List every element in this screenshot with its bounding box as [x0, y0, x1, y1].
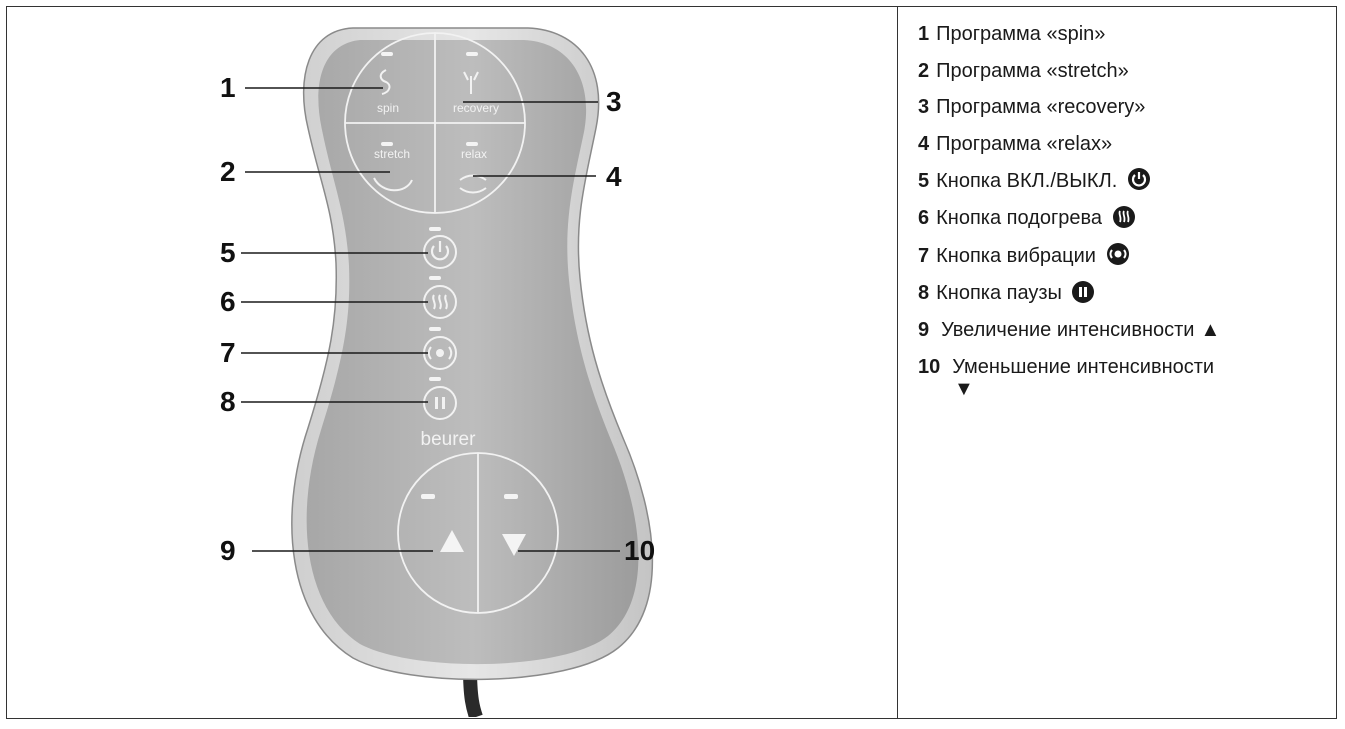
program-dial [344, 32, 526, 214]
legend-text: Программа «spin» [936, 23, 1106, 45]
spin-label: spin [377, 101, 399, 115]
legend-item: 6 Кнопка подогрева [918, 205, 1330, 231]
column-divider [897, 6, 898, 719]
increase-arrow-glyph [440, 530, 464, 552]
legend-number: 5 [918, 169, 930, 192]
legend-item: 3 Программа «recovery» [918, 95, 1330, 119]
remote-face [306, 40, 639, 665]
legend-number: 1 [918, 23, 930, 45]
pause-glyph [435, 397, 445, 409]
callout-9: 9 [220, 535, 236, 566]
stretch-label: stretch [374, 147, 410, 161]
down-triangle-icon: ▼ [954, 378, 974, 401]
vibration-icon [1106, 243, 1129, 266]
legend-item: 5 Кнопка ВКЛ./ВЫКЛ. [918, 168, 1330, 194]
legend-item: 7 Кнопка вибрации [918, 243, 1330, 269]
legend-text: Кнопка паузы [936, 281, 1062, 304]
legend-item: 2 Программа «stretch» [918, 59, 1330, 83]
legend-number: 2 [918, 59, 930, 82]
spin-glyph [379, 69, 391, 95]
legend-item: 9 Увеличение интенсивности▲ [918, 318, 1330, 342]
legend-text: Программа «stretch» [936, 59, 1129, 82]
stretch-glyph [373, 177, 413, 192]
decrease-arrow-glyph [502, 534, 526, 556]
relax-label: relax [461, 147, 487, 161]
remote-control-figure: spin recovery stretch relax beurer 1 3 2… [8, 8, 896, 717]
device-labels: spin recovery stretch relax beurer [374, 101, 499, 450]
power-button-ring [423, 235, 457, 269]
vibration-glyph [436, 349, 444, 357]
legend-number: 4 [918, 133, 930, 156]
legend-text: Кнопка вибрации [936, 244, 1096, 267]
brand-logo: beurer [421, 429, 477, 450]
legend-item: 4 Программа «relax» [918, 132, 1330, 156]
legend-number: 6 [918, 207, 930, 230]
legend-item: 8 Кнопка паузы [918, 280, 1330, 306]
callout-10: 10 [624, 535, 656, 566]
legend-item: 10 Уменьшение интенсивности ▼ [918, 355, 1330, 401]
recovery-glyph [463, 71, 479, 94]
intensity-dial [397, 452, 559, 614]
legend-text: Уменьшение интенсивности [952, 356, 1215, 379]
legend-list: 1 Программа «spin» 2 Программа «stretch» 3… [918, 22, 1330, 414]
heat-glyph [432, 294, 448, 310]
callout-2: 2 [220, 156, 236, 187]
table-frame [6, 6, 1337, 719]
heat-icon [1112, 205, 1135, 228]
callout-7: 7 [220, 337, 236, 368]
callout-1: 1 [220, 72, 236, 103]
leader-lines [241, 87, 620, 552]
legend-number: 9 [918, 319, 930, 342]
remote-control-drawing [241, 27, 654, 717]
callout-5: 5 [220, 237, 236, 268]
legend-number: 7 [918, 244, 930, 267]
pause-button-ring [423, 386, 457, 420]
up-triangle-icon: ▲ [1200, 319, 1221, 342]
recovery-label: recovery [453, 101, 499, 115]
callout-3: 3 [606, 86, 622, 117]
legend-number: 3 [918, 96, 930, 119]
power-icon [1127, 168, 1150, 191]
callout-4: 4 [606, 161, 622, 192]
callout-8: 8 [220, 386, 236, 417]
callout-6: 6 [220, 286, 236, 317]
pause-icon [1072, 280, 1095, 303]
legend-item: 1 Программа «spin» [918, 22, 1330, 46]
legend-text: Кнопка ВКЛ./ВЫКЛ. [936, 169, 1118, 192]
legend-number: 10 [918, 356, 941, 379]
legend-text: Программа «recovery» [936, 96, 1146, 119]
power-glyph [430, 241, 450, 261]
legend-text: Кнопка подогрева [936, 207, 1103, 230]
legend-text: Программа «relax» [936, 133, 1113, 156]
legend-number: 8 [918, 281, 930, 304]
legend-text: Увеличение интенсивности [941, 319, 1195, 342]
led-indicators [381, 52, 518, 499]
